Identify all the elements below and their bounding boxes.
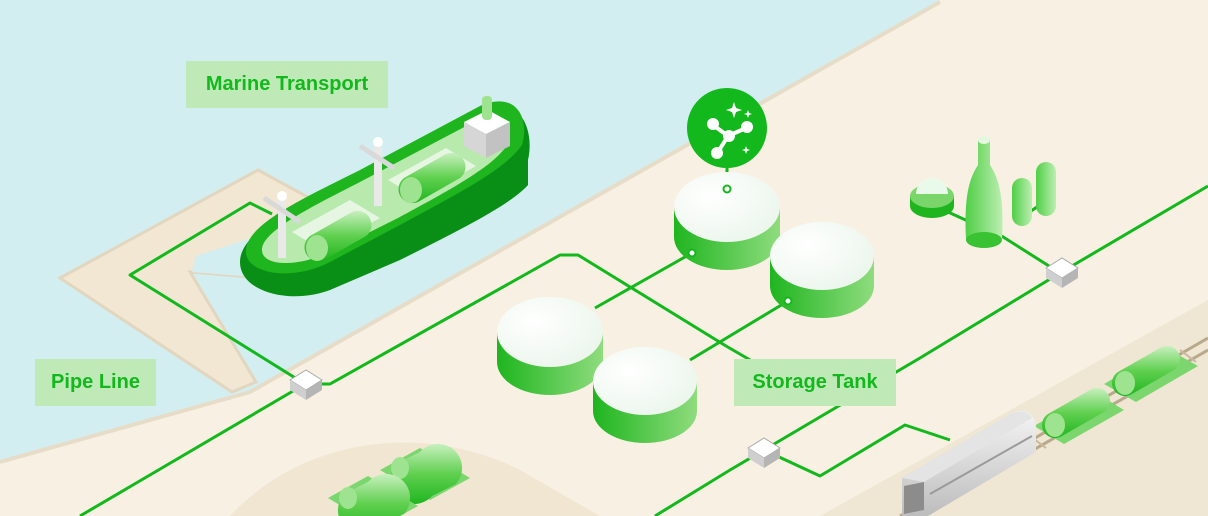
pipe-nodes: [687, 184, 793, 306]
rail-car-2: [1034, 387, 1124, 444]
storage-tank-3: [497, 297, 603, 395]
marine-transport-label: Marine Transport: [186, 61, 388, 108]
storage-tank-2: [770, 222, 874, 318]
storage-tank-1: [674, 172, 780, 270]
ship-cargo-tank-2: [398, 152, 466, 204]
storage-tank-4: [593, 347, 697, 443]
ship-cargo-tank-1: [304, 210, 372, 262]
plaza-storage-2: [328, 473, 418, 516]
processing-plant: [910, 136, 1056, 248]
lng-ship: [240, 96, 530, 297]
ship-mast-2: [358, 137, 396, 206]
train-locomotive: [902, 410, 1036, 516]
storage-tank-label: Storage Tank: [734, 359, 896, 406]
molecule-sparkle-icon: [687, 88, 767, 168]
plant-column-1: [1012, 178, 1032, 226]
rail-corridor: [820, 300, 1208, 516]
pipe-joint-left: [289, 369, 323, 400]
plant-tower: [965, 136, 1003, 248]
ship-mast-1: [262, 191, 302, 258]
pipe-line-label: Pipe Line: [35, 359, 156, 406]
pipe-joint-right: [1045, 257, 1079, 288]
plant-column-2: [1036, 162, 1056, 216]
rail-car-1: [1104, 345, 1198, 402]
pipe-joint-center: [747, 437, 781, 468]
plant-dome: [910, 178, 954, 218]
ship-bridge: [464, 96, 510, 158]
